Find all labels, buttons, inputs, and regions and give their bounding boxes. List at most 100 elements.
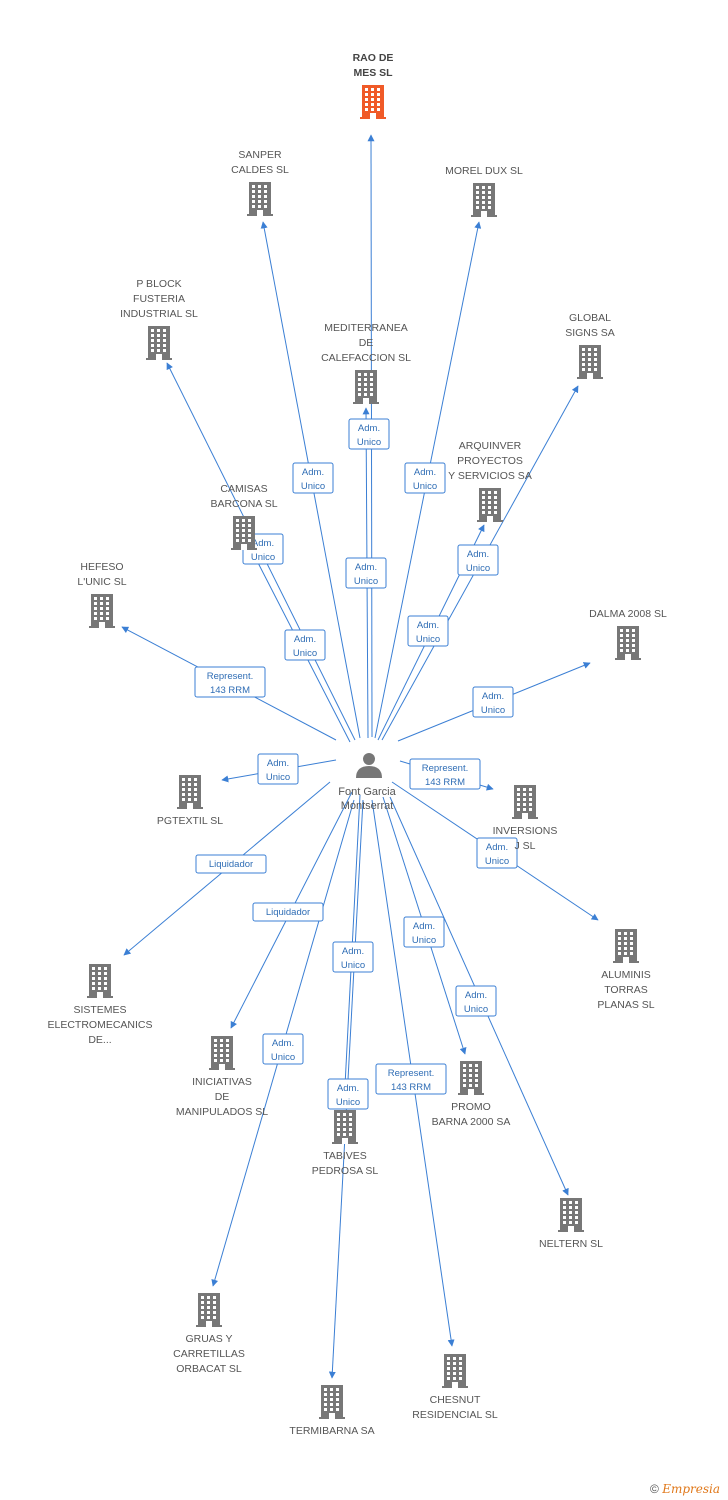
company-node-inversions[interactable]: INVERSIONS J SL xyxy=(493,785,558,852)
building-icon xyxy=(512,785,538,819)
edge-label-text: Adm. xyxy=(467,549,489,560)
edge-label-box xyxy=(345,557,387,589)
building-icon xyxy=(615,626,641,660)
edge-label-rao[interactable]: Adm.Unico xyxy=(348,418,390,450)
building-icon xyxy=(196,1293,222,1327)
company-node-dalma[interactable]: DALMA 2008 SL xyxy=(589,608,667,660)
edge-label-chesnut[interactable]: Represent. 143 RRM xyxy=(375,1063,447,1095)
building-icon xyxy=(247,182,273,216)
edge-label-text: 143 RRM xyxy=(210,685,250,696)
company-name: DE xyxy=(215,1091,230,1103)
edge-label-text: Adm. xyxy=(413,921,435,932)
edge-label-neltern[interactable]: Adm.Unico xyxy=(455,985,497,1017)
person-name: Montserrat xyxy=(341,800,394,812)
company-name: INICIATIVAS xyxy=(192,1076,252,1088)
edge-label-text: Unico xyxy=(251,552,275,563)
company-name: CALDES SL xyxy=(231,164,289,176)
edge-label-text: Unico xyxy=(336,1097,360,1108)
edge-label-text: Unico xyxy=(357,437,381,448)
building-icon xyxy=(89,594,115,628)
edge-label-termibarna[interactable]: Adm.Unico xyxy=(327,1078,369,1110)
company-name: ALUMINIS xyxy=(601,969,651,981)
edge-label-text: 143 RRM xyxy=(425,777,465,788)
building-icon xyxy=(471,183,497,217)
company-name: J SL xyxy=(514,840,535,852)
edge-label-box xyxy=(455,985,497,1017)
company-node-gruas[interactable]: GRUAS Y CARRETILLAS ORBACAT SL xyxy=(173,1293,245,1375)
edge-label-promo[interactable]: Adm.Unico xyxy=(403,916,445,948)
company-node-sistemes[interactable]: SISTEMESELECTROMECANICSDE... xyxy=(47,964,153,1046)
company-name: PGTEXTIL SL xyxy=(157,815,223,827)
building-icon xyxy=(231,516,257,550)
edge-label-dalma[interactable]: Adm.Unico xyxy=(472,686,514,718)
edge-label-text: Adm. xyxy=(294,634,316,645)
edge-label-box xyxy=(257,753,299,785)
edge-label-text: Adm. xyxy=(267,758,289,769)
edge-label-inversions[interactable]: Represent. 143 RRM xyxy=(409,758,481,790)
company-name: RAO DE xyxy=(353,52,394,64)
company-name: MANIPULADOS SL xyxy=(176,1106,268,1118)
company-name: INVERSIONS xyxy=(493,825,558,837)
company-node-tabives[interactable]: TABIVES PEDROSA SL xyxy=(312,1110,379,1177)
edge-label-morel[interactable]: Adm.Unico xyxy=(404,462,446,494)
edge-label-text: Adm. xyxy=(417,620,439,631)
company-node-termibarna[interactable]: TERMIBARNA SA xyxy=(289,1385,375,1437)
company-name: FUSTERIA xyxy=(133,293,185,305)
company-name: TABIVES xyxy=(323,1150,367,1162)
edge-label-sistemes[interactable]: Liquidador xyxy=(195,854,267,874)
company-name: BARNA 2000 SA xyxy=(432,1116,511,1128)
edge-label-iniciativas[interactable]: Liquidador xyxy=(252,902,324,922)
company-name: MEDITERRANEA xyxy=(324,322,407,334)
company-name: SIGNS SA xyxy=(565,327,615,339)
edge-label-sanper[interactable]: Adm.Unico xyxy=(292,462,334,494)
edge-label-tabives[interactable]: Adm.Unico xyxy=(332,941,374,973)
edge-label-text: Unico xyxy=(413,481,437,492)
company-name: RESIDENCIAL SL xyxy=(412,1409,498,1421)
edge-label-text: 143 RRM xyxy=(391,1082,431,1093)
company-node-neltern[interactable]: NELTERN SL xyxy=(539,1198,603,1250)
company-name: NELTERN SL xyxy=(539,1238,603,1250)
company-node-morel[interactable]: MOREL DUX SL xyxy=(445,165,523,217)
company-name: Y SERVICIOS SA xyxy=(448,470,532,482)
edge-label-arquinver[interactable]: Adm.Unico xyxy=(407,615,449,647)
building-icon xyxy=(146,326,172,360)
edge-label-text: Represent. xyxy=(422,763,468,774)
company-name: TERMIBARNA SA xyxy=(289,1425,374,1437)
edge-label-pgtextil[interactable]: Adm.Unico xyxy=(257,753,299,785)
copyright-symbol: © xyxy=(650,1482,659,1496)
edge-label-box xyxy=(194,666,266,698)
company-name: PEDROSA SL xyxy=(312,1165,379,1177)
edge-label-camisas[interactable]: Adm.Unico xyxy=(284,629,326,661)
edge-label-text: Adm. xyxy=(355,562,377,573)
edge-label-mediterranea[interactable]: Adm. Unico xyxy=(345,557,387,589)
company-name: GRUAS Y xyxy=(185,1333,232,1345)
edge-label-text: Unico xyxy=(354,576,378,587)
edge-label-text: Unico xyxy=(464,1004,488,1015)
company-node-pgtextil[interactable]: PGTEXTIL SL xyxy=(157,775,223,827)
edge-label-gruas[interactable]: Adm.Unico xyxy=(262,1033,304,1065)
edge-label-global[interactable]: Adm.Unico xyxy=(457,544,499,576)
company-name: ELECTROMECANICS xyxy=(47,1019,152,1031)
edge-label-box xyxy=(457,544,499,576)
edge-label-box xyxy=(195,854,267,874)
edge-label-text: Adm. xyxy=(486,842,508,853)
edge-label-aluminis[interactable]: Adm.Unico xyxy=(476,837,518,869)
company-node-iniciativas[interactable]: INICIATIVAS DE MANIPULADOS SL xyxy=(176,1036,268,1118)
company-name: CARRETILLAS xyxy=(173,1348,245,1360)
edge-label-hefeso[interactable]: Represent.143 RRM xyxy=(194,666,266,698)
edge-label-text: Represent. xyxy=(388,1068,434,1079)
edge-label-box xyxy=(472,686,514,718)
company-name: ORBACAT SL xyxy=(176,1363,242,1375)
